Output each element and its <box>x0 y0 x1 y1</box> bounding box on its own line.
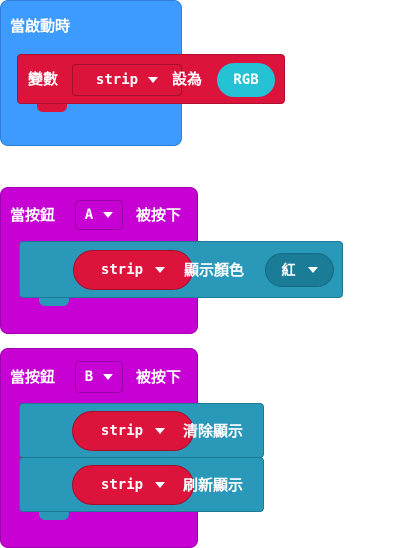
variable-dropdown-text: strip <box>95 72 139 88</box>
strip-variable-clear[interactable]: strip <box>72 411 194 451</box>
strip-variable-clear-text: strip <box>100 423 144 439</box>
strip-variable-show-text: strip <box>100 477 144 493</box>
show-color-label: 顯示顏色 <box>184 261 245 279</box>
rgb-value-text: RGB <box>233 72 259 88</box>
clear-label: 清除顯示 <box>183 422 244 440</box>
show-color-notch <box>39 298 69 306</box>
clear-block[interactable]: strip 清除顯示 <box>19 403 264 458</box>
variable-dropdown[interactable]: strip <box>72 64 182 96</box>
chevron-down-icon <box>155 428 166 434</box>
color-dropdown-text: 紅 <box>281 263 296 279</box>
show-block[interactable]: strip 刷新顯示 <box>19 457 264 512</box>
button-a-prefix: 當按鈕 <box>10 206 56 224</box>
button-a-suffix: 被按下 <box>136 206 182 224</box>
on-start-label: 當啟動時 <box>10 17 71 35</box>
chevron-down-icon <box>155 482 166 488</box>
chevron-down-icon <box>155 267 166 273</box>
strip-variable-show[interactable]: strip <box>72 465 194 505</box>
strip-variable-a[interactable]: strip <box>73 250 193 290</box>
button-b-dropdown[interactable]: B <box>75 361 123 393</box>
show-color-block[interactable]: strip 顯示顏色 紅 <box>19 241 343 298</box>
chevron-down-icon <box>307 267 318 273</box>
chevron-down-icon <box>103 212 114 218</box>
chevron-down-icon <box>148 77 159 83</box>
set-middle-label: 設為 <box>172 70 203 88</box>
button-b-dropdown-text: B <box>84 369 94 385</box>
button-b-suffix: 被按下 <box>136 368 182 386</box>
chevron-down-icon <box>103 374 114 380</box>
color-dropdown[interactable]: 紅 <box>265 253 334 287</box>
set-variable-block[interactable]: 變數 strip 設為 RGB <box>17 54 285 104</box>
button-a-dropdown[interactable]: A <box>75 200 123 230</box>
button-a-dropdown-text: A <box>84 207 94 223</box>
show-block-notch <box>39 512 69 520</box>
set-block-notch <box>37 104 67 112</box>
button-b-prefix: 當按鈕 <box>10 368 56 386</box>
rgb-value-field[interactable]: RGB <box>217 63 275 97</box>
set-prefix-label: 變數 <box>28 70 59 88</box>
show-label: 刷新顯示 <box>183 476 244 494</box>
strip-variable-a-text: strip <box>100 262 144 278</box>
